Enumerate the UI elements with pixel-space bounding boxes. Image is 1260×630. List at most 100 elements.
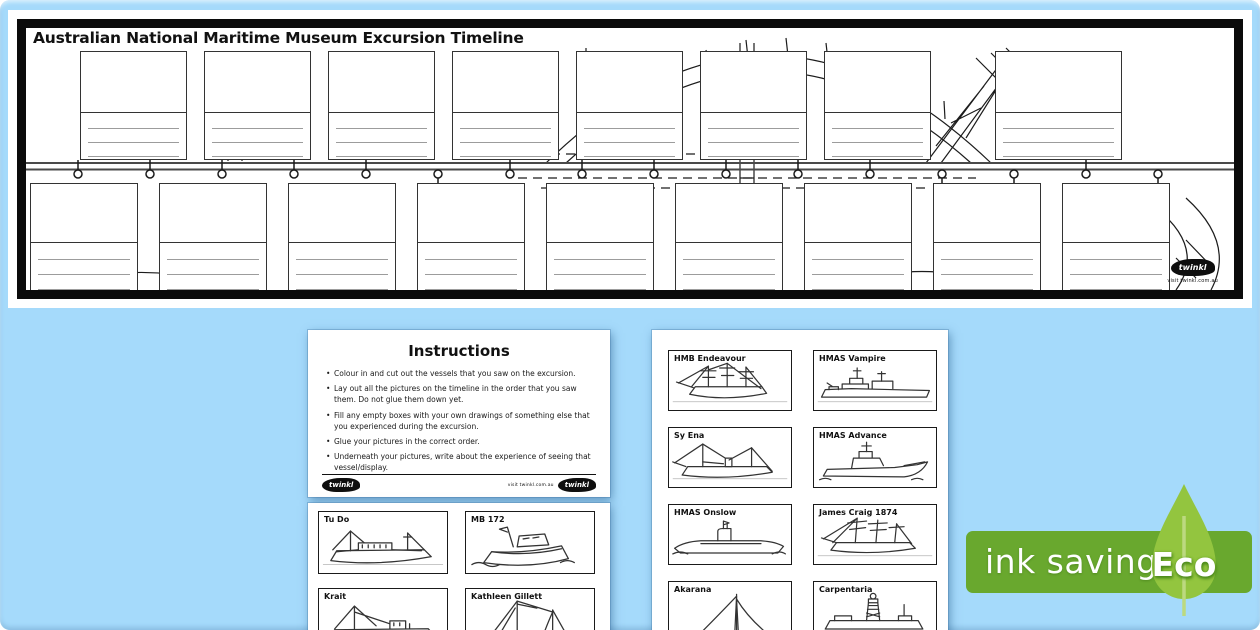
cutout-vessels-page-1: HMB Endeavour HMAS Vampire: [652, 330, 948, 630]
timeline-box: [700, 51, 807, 160]
vessel-card: Sy Ena: [668, 427, 792, 488]
timeline-box: [30, 183, 138, 290]
vessel-label: James Craig 1874: [819, 508, 898, 517]
timeline-worksheet-page: Australian National Maritime Museum Excu…: [8, 10, 1252, 308]
vessel-label: Sy Ena: [674, 431, 705, 440]
writing-lines: [205, 112, 310, 159]
twinkl-url: visit twinkl.com.au: [507, 482, 554, 488]
vessel-label: HMAS Onslow: [674, 508, 737, 517]
ship-illustration-destroyer: [817, 367, 933, 403]
instruction-item: Fill any empty boxes with your own drawi…: [326, 411, 596, 433]
vessel-card: James Craig 1874: [813, 504, 937, 565]
vessel-card: HMAS Vampire: [813, 350, 937, 411]
ship-illustration-steam-yacht: [672, 443, 788, 480]
drawing-area: [160, 184, 266, 242]
writing-lines: [577, 112, 682, 159]
vessel-card-grid: Tu Do MB 172: [308, 503, 610, 630]
banner-title: Australian National Maritime Museum Excu…: [33, 29, 524, 47]
timeline-box: [288, 183, 396, 290]
drawing-area: [453, 52, 558, 112]
instruction-item: Colour in and cut out the vessels that y…: [326, 369, 596, 380]
drawing-area: [205, 52, 310, 112]
writing-lines: [329, 112, 434, 159]
drawing-area: [547, 184, 653, 242]
vessel-label: HMAS Vampire: [819, 354, 886, 363]
writing-lines: [996, 112, 1121, 159]
ship-illustration-motor-launch: [471, 526, 575, 568]
writing-lines: [547, 242, 653, 290]
writing-lines: [160, 242, 266, 290]
ship-illustration-fishing-boat: [322, 530, 444, 566]
timeline-box: [204, 51, 311, 160]
drawing-area: [329, 52, 434, 112]
vessel-label: HMAS Advance: [819, 431, 887, 440]
timeline-box: [995, 51, 1122, 160]
instruction-item: Glue your pictures in the correct order.: [326, 437, 596, 448]
drawing-area: [934, 184, 1040, 242]
ship-illustration-submarine: [672, 520, 786, 555]
vessel-card: Carpentaria: [813, 581, 937, 630]
drawing-area: [701, 52, 806, 112]
timeline-worksheet-border: Australian National Maritime Museum Excu…: [17, 19, 1243, 299]
timeline-box: [80, 51, 187, 160]
timeline-box: [159, 183, 267, 290]
ink-saving-label: ink saving: [985, 542, 1158, 581]
page-footer: twinkl visit twinkl.com.au twinkl: [322, 474, 596, 492]
writing-lines: [676, 242, 782, 290]
vessel-label: Tu Do: [324, 515, 350, 524]
twinkl-logo-blob: twinkl: [322, 478, 361, 492]
timeline-box: [933, 183, 1041, 290]
instructions-list: Colour in and cut out the vessels that y…: [326, 369, 596, 474]
drawing-area: [676, 184, 782, 242]
instructions-title: Instructions: [408, 342, 510, 360]
drawing-area: [577, 52, 682, 112]
drawing-area: [418, 184, 524, 242]
eco-label: Eco: [1151, 545, 1217, 584]
ship-illustration-tall-ship: [672, 362, 788, 403]
writing-lines: [825, 112, 930, 159]
writing-lines: [453, 112, 558, 159]
vessel-card: Kathleen Gillett: [465, 588, 595, 630]
vessel-label: Krait: [324, 592, 347, 601]
timeline-box: [824, 51, 931, 160]
writing-lines: [81, 112, 186, 159]
timeline-box: [328, 51, 435, 160]
timeline-box: [417, 183, 525, 290]
timeline-box: [804, 183, 912, 290]
vessel-card: HMB Endeavour: [668, 350, 792, 411]
writing-lines: [289, 242, 395, 290]
vessel-label: MB 172: [471, 515, 505, 524]
writing-lines: [1063, 242, 1169, 290]
vessel-label: Carpentaria: [819, 585, 873, 594]
vessel-card: Tu Do: [318, 511, 448, 574]
writing-lines: [418, 242, 524, 290]
instruction-item: Lay out all the pictures on the timeline…: [326, 384, 596, 406]
timeline-box: [452, 51, 559, 160]
drawing-area: [805, 184, 911, 242]
timeline-box: [675, 183, 783, 290]
vessel-card-grid: HMB Endeavour HMAS Vampire: [652, 330, 948, 630]
vessel-card: Akarana: [668, 581, 792, 630]
drawing-area: [31, 184, 137, 242]
vessel-card: MB 172: [465, 511, 595, 574]
cutout-vessels-page-2: Tu Do MB 172: [308, 503, 610, 630]
twinkl-stamp-icon: twinkl: [557, 478, 596, 492]
ship-illustration-lightship: [824, 592, 924, 630]
eco-leaf-icon: [1152, 484, 1216, 616]
vessel-label: Kathleen Gillett: [471, 592, 543, 601]
twinkl-logo-blob: twinkl: [1170, 259, 1215, 276]
ship-illustration-krait: [333, 605, 430, 630]
timeline-box: [546, 183, 654, 290]
vessel-card: HMAS Onslow: [668, 504, 792, 565]
ship-illustration-barque: [817, 517, 933, 557]
writing-lines: [934, 242, 1040, 290]
twinkl-url: visit twinkl.com.au: [1167, 278, 1218, 284]
drawing-area: [81, 52, 186, 112]
vessel-label: Akarana: [674, 585, 712, 594]
writing-lines: [701, 112, 806, 159]
drawing-area: [1063, 184, 1169, 242]
ship-illustration-ketch: [494, 600, 565, 630]
ship-illustration-sailing-cutter: [702, 593, 764, 630]
timeline-box: [1062, 183, 1170, 290]
